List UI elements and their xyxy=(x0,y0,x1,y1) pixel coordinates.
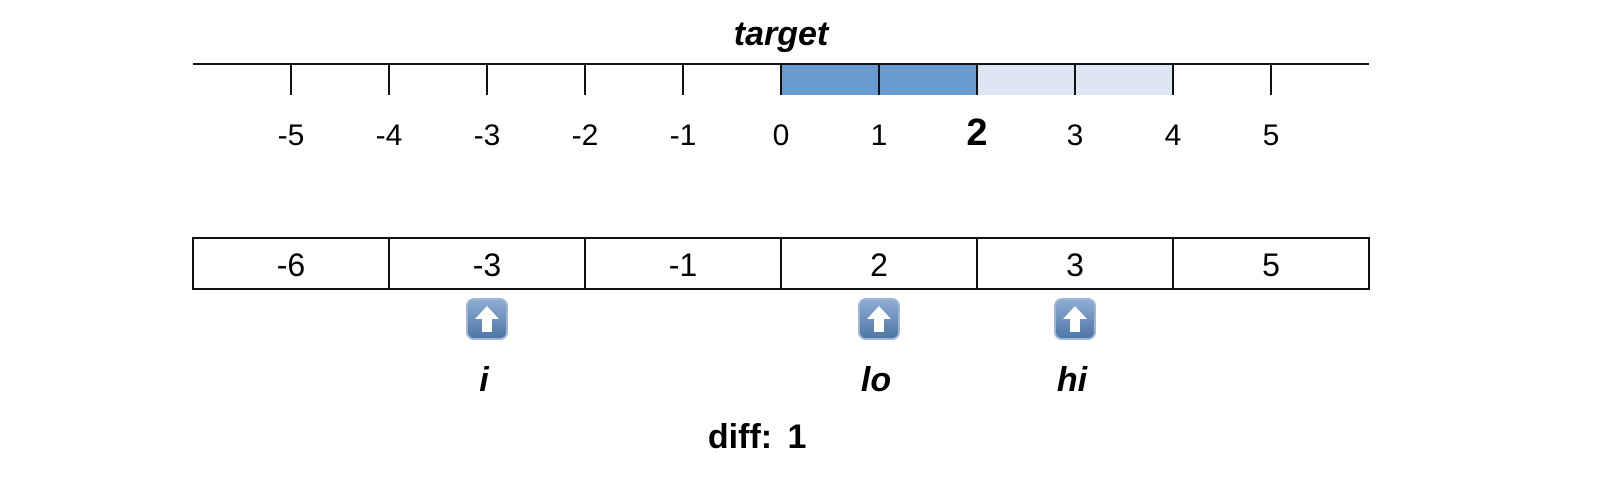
pointer-lo: lo xyxy=(858,298,900,399)
diff-readout: diff: 1 xyxy=(708,418,807,456)
pointer-label: i xyxy=(479,361,490,399)
array-cell xyxy=(780,237,978,290)
up-arrow-icon xyxy=(858,298,900,340)
pointer-label: lo xyxy=(861,361,891,399)
number-line-labels: -5 -4 -3 -2 -1 0 1 2 3 4 5 xyxy=(278,112,1280,154)
up-arrow-icon xyxy=(1054,298,1096,340)
diff-value: 1 xyxy=(788,418,807,456)
array-cell xyxy=(388,237,586,290)
array-cell-value: 2 xyxy=(870,247,888,283)
array-cell-value: -6 xyxy=(277,247,305,283)
array-cell xyxy=(1172,237,1370,290)
tick-label: 3 xyxy=(1067,119,1084,152)
array-cell-value: 5 xyxy=(1262,247,1280,283)
pointer-markers: i lo hi xyxy=(466,298,1096,399)
target-title: target xyxy=(734,15,830,53)
tick-label: -5 xyxy=(278,119,305,152)
array-cell-value: -1 xyxy=(669,247,697,283)
array-cell-value: -3 xyxy=(473,247,501,283)
array-row: -6 -3 -1 2 3 5 xyxy=(192,237,1370,290)
pointer-label: hi xyxy=(1057,361,1089,399)
number-line xyxy=(193,63,1369,95)
up-arrow-icon xyxy=(466,298,508,340)
tick-label: 1 xyxy=(871,119,888,152)
pointer-i: i xyxy=(466,298,508,399)
tick-label: 4 xyxy=(1165,119,1182,152)
diff-label: diff: xyxy=(708,418,772,456)
tick-label: -4 xyxy=(376,119,403,152)
tick-label: -3 xyxy=(474,119,501,152)
tick-label: -2 xyxy=(572,119,599,152)
tick-label-target: 2 xyxy=(966,112,987,154)
tick-label: 0 xyxy=(773,119,790,152)
tick-label: -1 xyxy=(670,119,697,152)
array-cell-value: 3 xyxy=(1066,247,1084,283)
tick-label: 5 xyxy=(1263,119,1280,152)
pointer-hi: hi xyxy=(1054,298,1096,399)
